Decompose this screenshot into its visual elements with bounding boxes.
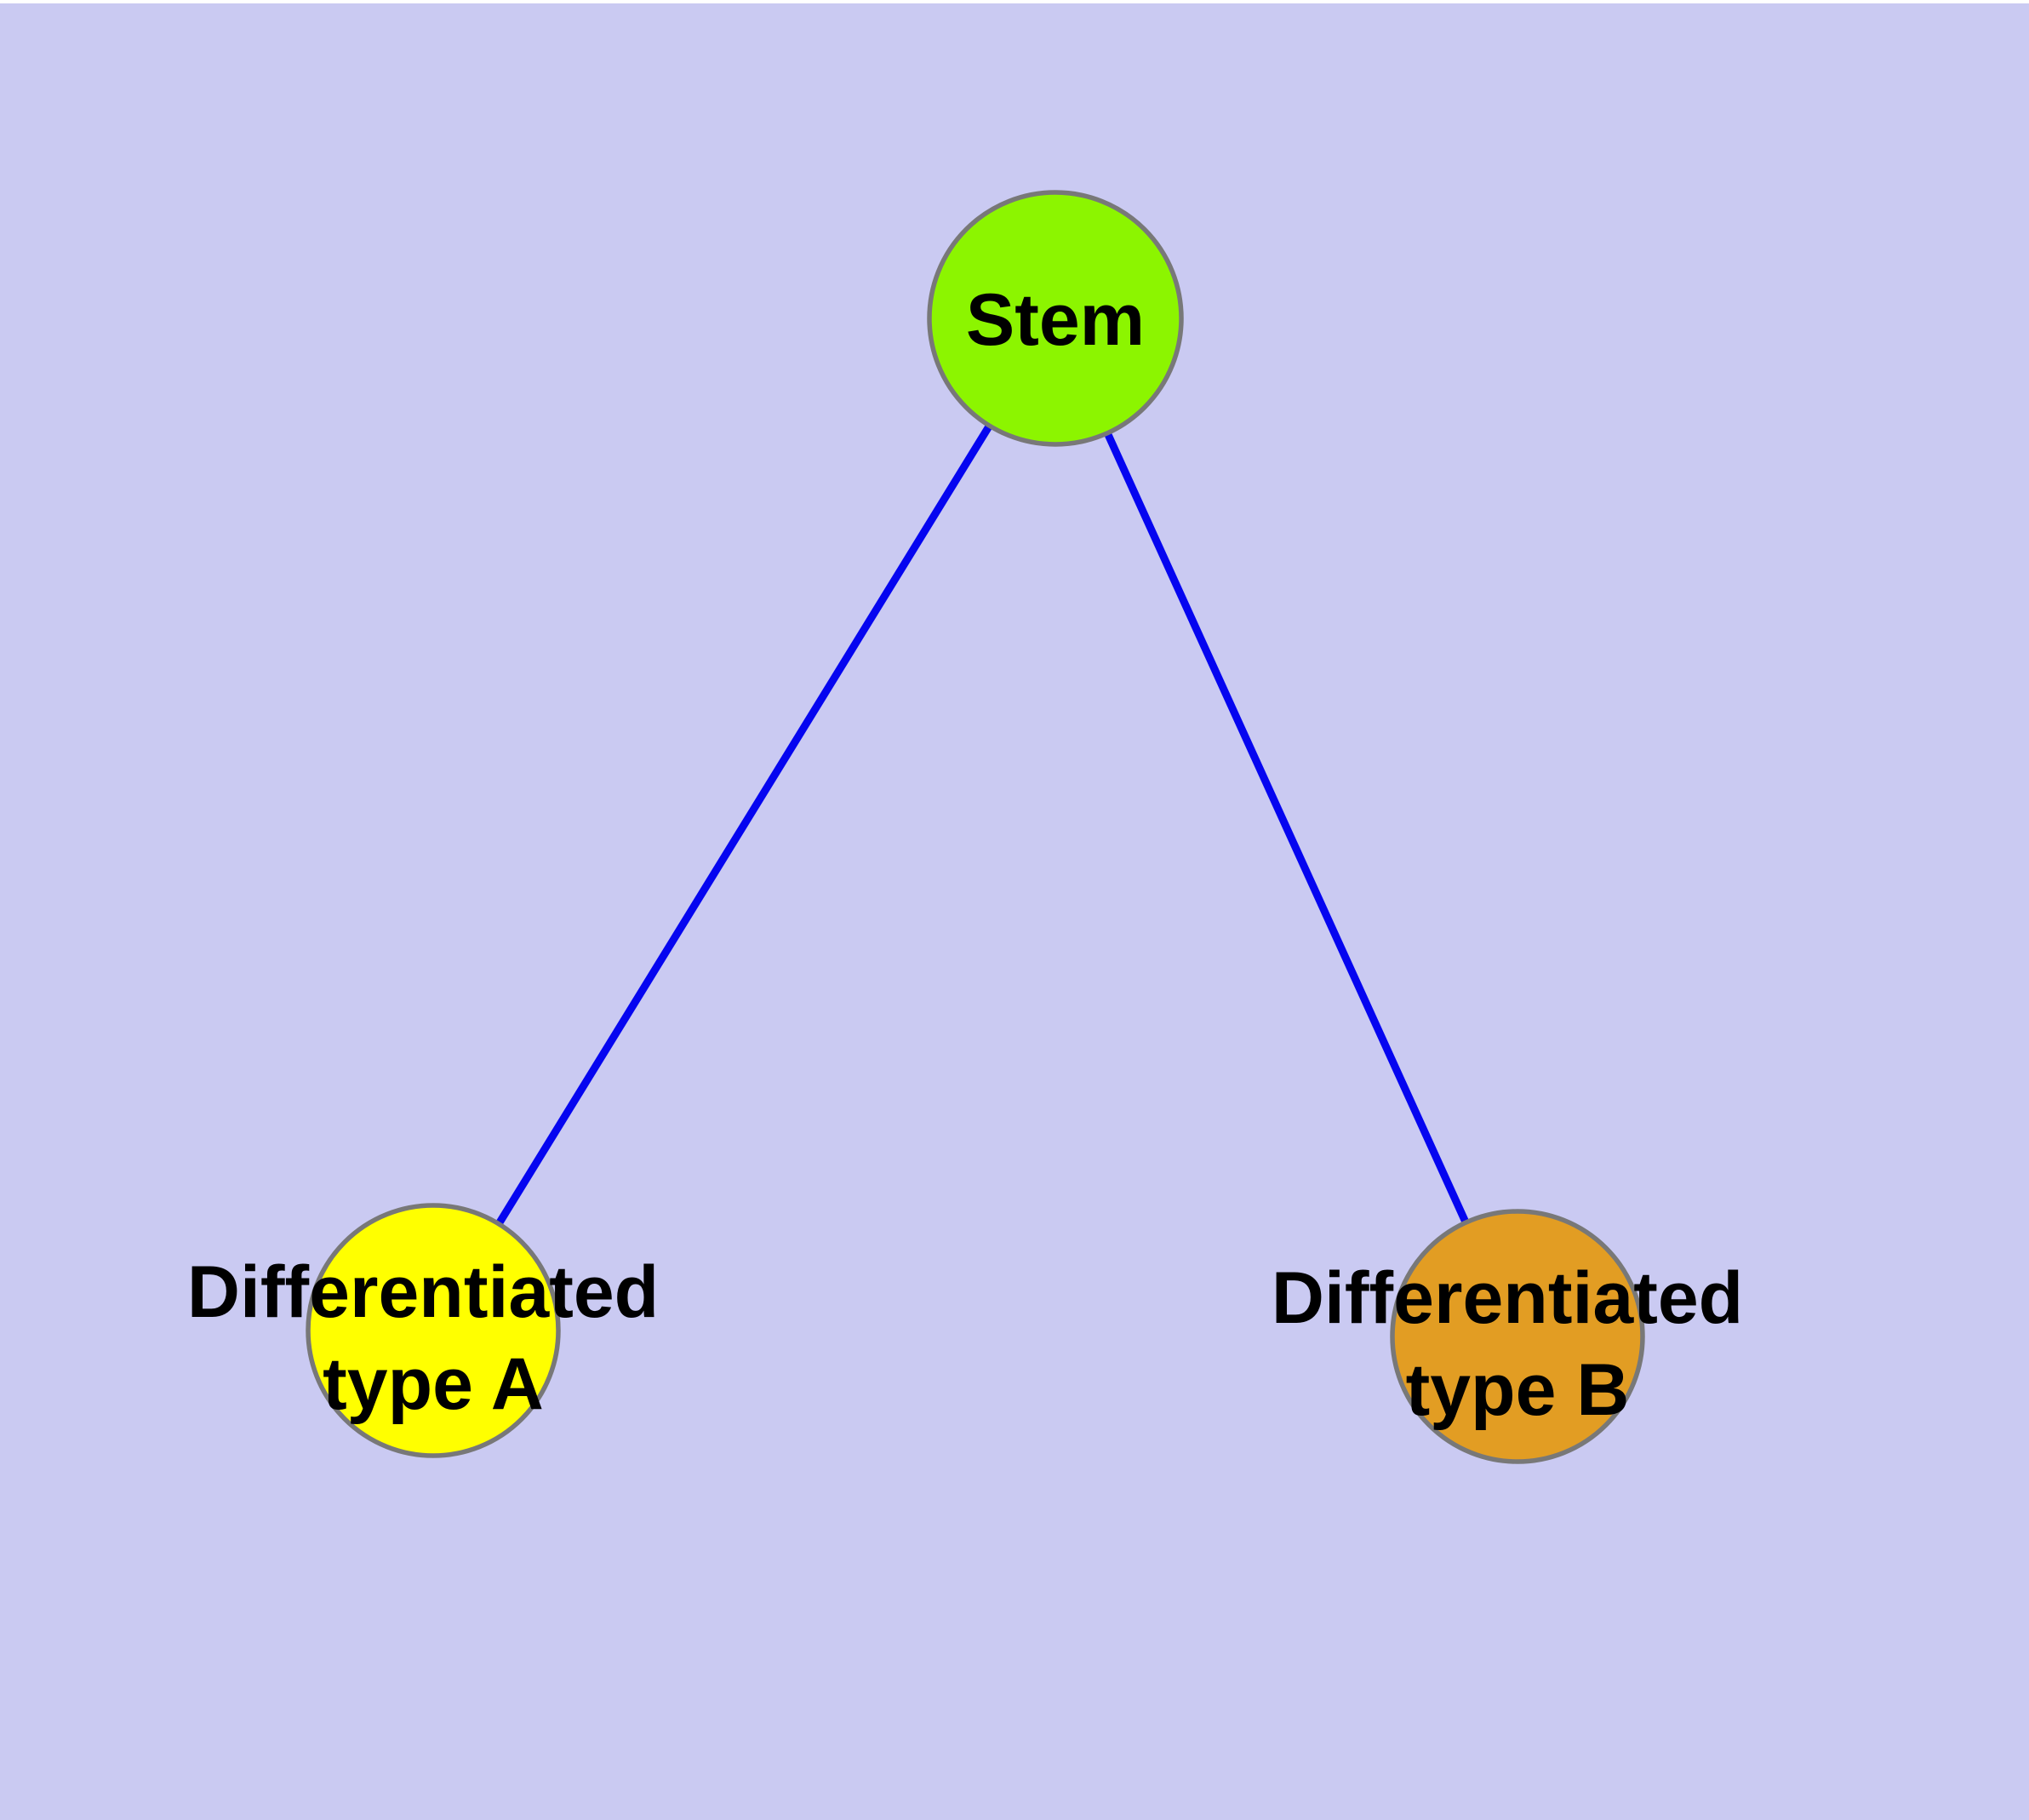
node-stem-label: Stem [966,279,1145,361]
node-type-b-label: Differentiated type B [1272,1257,1763,1431]
node-type-a-circle [306,1203,561,1458]
node-type-a-label: Differentiated type A [187,1251,679,1425]
node-type-b-circle [1390,1209,1645,1464]
node-type-a-label-line1: Differentiated [187,1251,659,1333]
node-type-b-label-line1: Differentiated [1272,1257,1743,1339]
edge-stem-to-type-b [1051,317,1522,1338]
node-stem-circle [927,190,1184,447]
node-type-b-label-line2: type B [1406,1349,1630,1431]
node-type-a-label-line2: type A [323,1343,544,1425]
edge-stem-to-type-a [430,316,1059,1333]
